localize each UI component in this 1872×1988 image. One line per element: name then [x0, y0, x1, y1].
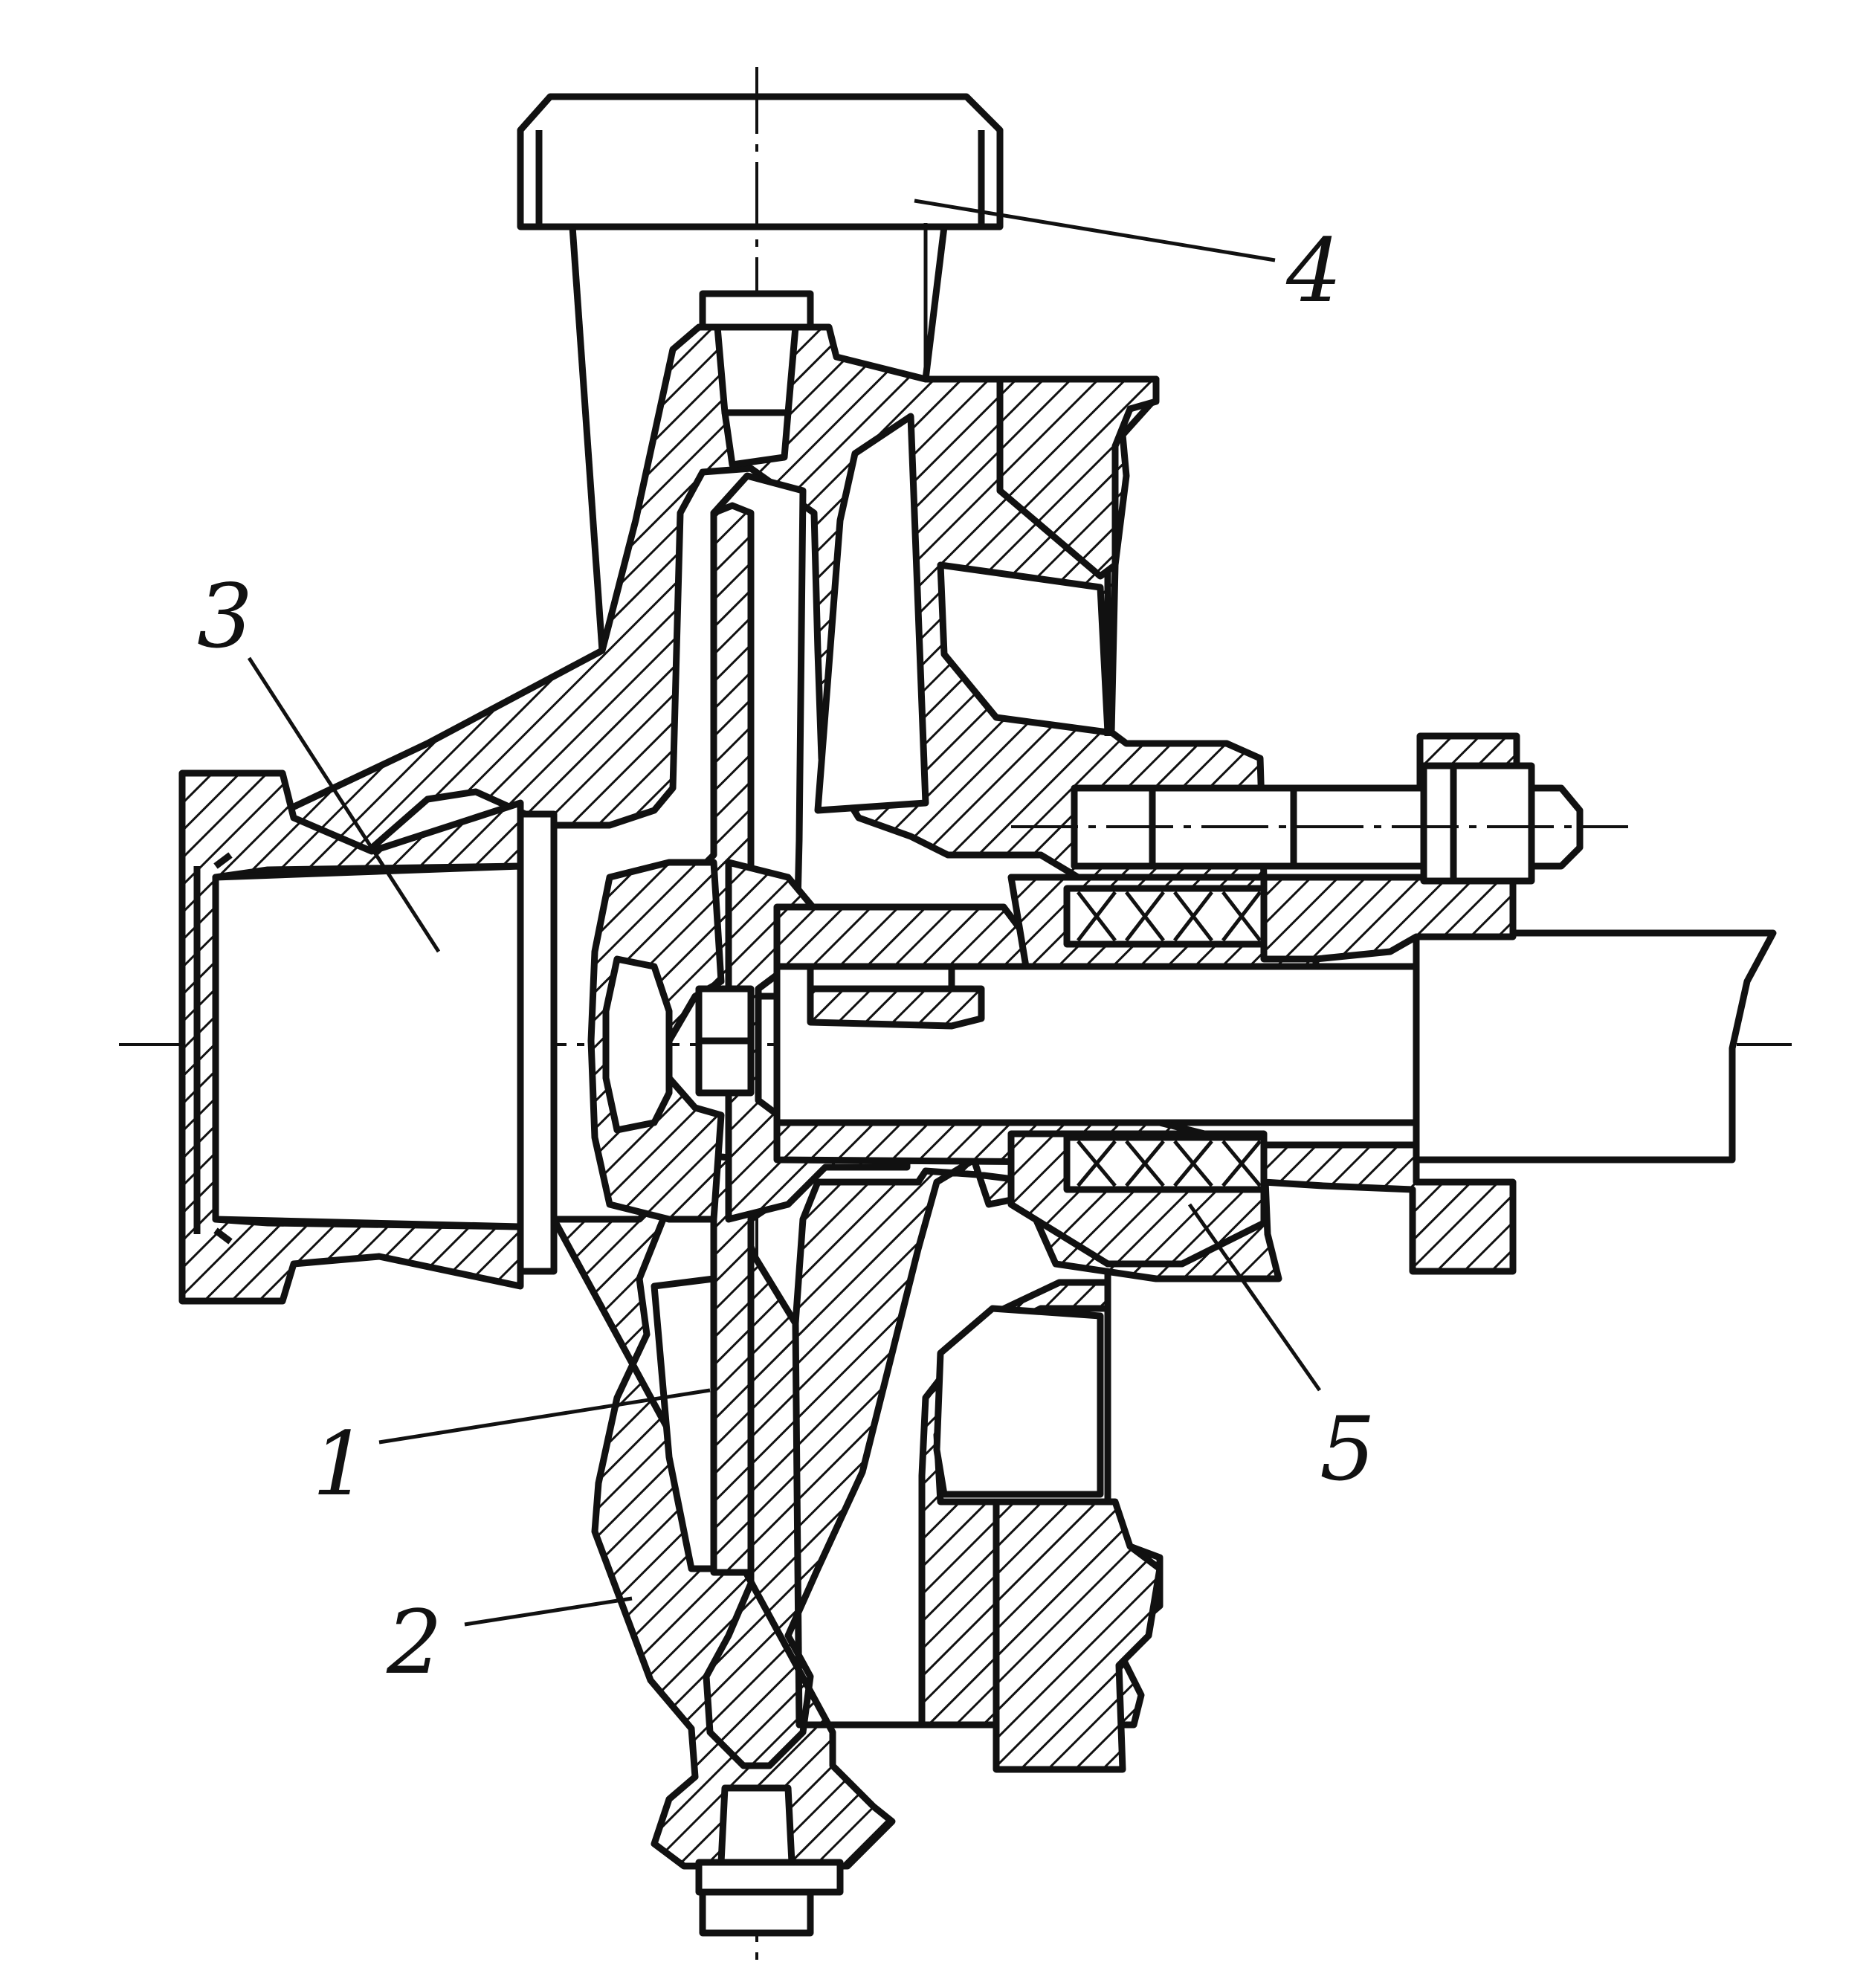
callout-shaft-seal: 5 — [1320, 1398, 1375, 1500]
casing-back-wall — [993, 375, 1163, 1773]
casing-bolt-bottom — [695, 1784, 844, 1937]
callout-suction-inlet: 3 — [197, 565, 253, 668]
callout-discharge-outlet: 4 — [1285, 219, 1342, 322]
suction-inlet — [178, 769, 558, 1305]
discharge-outlet — [517, 93, 1004, 651]
gland-bolt — [1011, 762, 1628, 885]
impeller — [587, 502, 911, 1576]
leader-line-4 — [914, 199, 1276, 262]
leader-line-5 — [1187, 1203, 1322, 1392]
callout-pump-casing: 2 — [386, 1591, 442, 1694]
callout-impeller: 1 — [312, 1413, 368, 1515]
leader-line-1 — [378, 1388, 711, 1445]
shaft-seal — [1007, 732, 1520, 1275]
leader-line-2 — [464, 1596, 633, 1627]
leader-line-3 — [247, 656, 441, 953]
casing-bolt-top — [699, 290, 814, 468]
